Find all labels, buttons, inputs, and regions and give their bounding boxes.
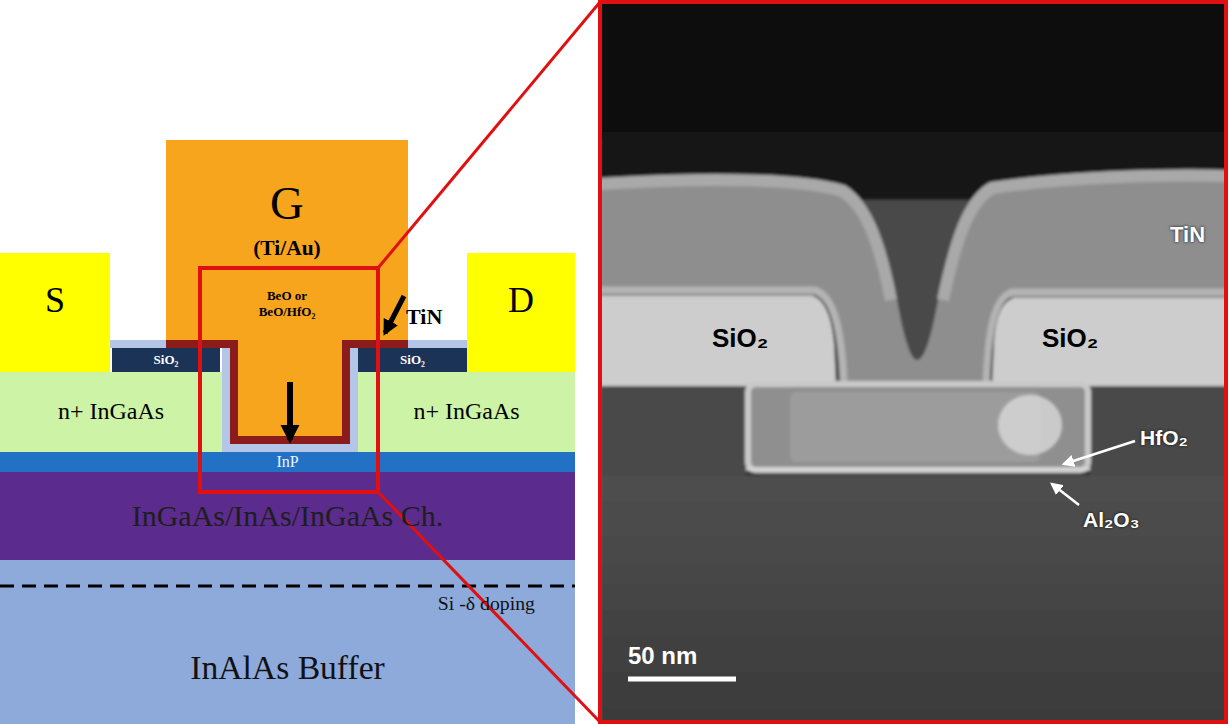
layer-label: Si -δ doping <box>0 592 575 615</box>
oxide-block: SiO₂ <box>112 348 220 372</box>
source-contact <box>0 253 110 372</box>
oxide-block: SiO₂ <box>358 348 467 372</box>
buffer-layer: Si -δ dopingInAlAs Buffer <box>0 560 575 724</box>
tem-bright-spot <box>998 395 1062 455</box>
tem-liner <box>602 290 1226 386</box>
label-anchor: TiN <box>1170 222 1205 247</box>
contact-layer: n+ InGaAs <box>0 372 222 452</box>
drain-contact: D <box>467 253 575 348</box>
layer-label: n+ InGaAs <box>58 398 164 426</box>
contact-layer: n+ InGaAs <box>358 372 575 452</box>
layer-label: SiO₂ <box>154 353 179 368</box>
sio2-left <box>112 348 220 372</box>
tem-image <box>602 4 1226 720</box>
layer-label: SiO₂ <box>400 353 425 368</box>
layer-label: InGaAs/InAs/InGaAs Ch. <box>132 499 444 534</box>
leader-arrow <box>1052 484 1079 505</box>
label-anchor: SiO₂ <box>712 324 768 354</box>
layer-label: G <box>166 178 408 229</box>
scale-label: 50 nm <box>628 642 697 670</box>
label-anchor: HfO₂ <box>1140 426 1188 450</box>
tem-sio2-right <box>992 298 1226 386</box>
label-anchor: TiN <box>406 304 442 329</box>
drain-contact <box>467 253 575 372</box>
zoom-box <box>200 268 378 492</box>
layer-label: S <box>45 280 65 321</box>
source-contact: S <box>0 253 110 348</box>
layer-sublabel: BeO or BeO/HfO₂ <box>245 288 329 321</box>
tem-tin-rim <box>602 176 1226 301</box>
layer-callout: TiN <box>406 304 442 329</box>
gate-electrode: G (Ti/Au) BeO or BeO/HfO₂ <box>166 140 408 440</box>
tem-label: Al₂O₃ <box>1083 508 1139 532</box>
buffer-layer <box>0 560 575 724</box>
layer-label: D <box>508 280 534 321</box>
tem-label: HfO₂ <box>1140 426 1188 450</box>
tem-al2o3-line <box>746 473 1090 475</box>
tem-label: SiO₂ <box>1042 324 1098 354</box>
leader-arrow <box>1064 441 1135 464</box>
tem-band <box>602 476 1226 536</box>
label-anchor: SiO₂ <box>1042 324 1098 354</box>
ngaas-left <box>0 372 222 452</box>
tem-hfo2-line <box>746 468 1090 471</box>
tem-tin-band <box>602 170 1226 387</box>
tem-label: SiO₂ <box>712 324 768 354</box>
layer-sublabel: InAlAs Buffer <box>0 649 575 688</box>
tem-sio2-left <box>602 296 836 386</box>
delta-doping-line <box>0 585 575 588</box>
label-anchor: 50 nm <box>628 642 697 670</box>
channel-layer <box>0 472 575 560</box>
tem-frame <box>600 2 1226 722</box>
ngaas-right <box>358 372 575 452</box>
layer-sublabel: (Ti/Au) <box>166 236 408 261</box>
tem-label: TiN <box>1170 222 1205 247</box>
barrier-layer: InP <box>0 452 575 472</box>
label-anchor: Al₂O₃ <box>1083 508 1139 532</box>
scale-bar <box>628 677 736 682</box>
tem-substrate <box>602 476 1226 720</box>
zoom-line <box>378 2 600 268</box>
tem-gate-foot <box>748 384 1088 470</box>
layer-label: InP <box>276 453 298 471</box>
inp-layer <box>0 452 575 472</box>
leader-arrow <box>385 296 404 333</box>
channel-layer: InGaAs/InAs/InGaAs Ch. <box>0 472 575 560</box>
gate-arrow <box>287 382 293 440</box>
layer-label: n+ InGaAs <box>413 398 519 426</box>
sio2-right <box>358 348 467 372</box>
